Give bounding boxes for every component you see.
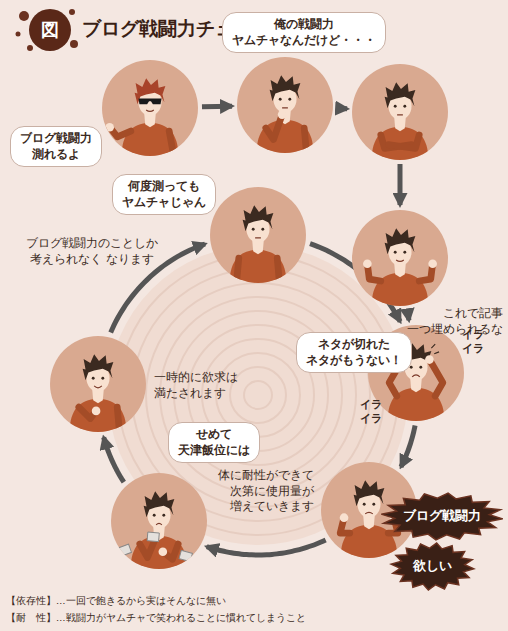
caption-box: 体に耐性ができて 次第に使用量が 増えていきます bbox=[218, 468, 314, 515]
ring-background bbox=[108, 245, 408, 545]
stage-circle: せめて 天津飯位には bbox=[111, 473, 207, 569]
sound-effect: イラ イラ bbox=[360, 398, 382, 427]
stage-circle: 一時的に欲求は 満たされます bbox=[50, 336, 146, 432]
footnote: 【耐 性】…戦闘力がヤムチャで笑われることに慣れてしまうこと bbox=[6, 612, 306, 625]
speech-text: 何度測っても ヤムチャじゃん bbox=[122, 179, 206, 210]
person-illustration bbox=[111, 473, 207, 569]
speech-bubble: 何度測っても ヤムチャじゃん bbox=[112, 174, 216, 215]
person-illustration bbox=[102, 60, 198, 156]
title-badge bbox=[16, 9, 79, 51]
sound-effect: イラ イラ bbox=[462, 328, 484, 357]
starburst-badge: 欲しい bbox=[391, 543, 474, 590]
speech-text: ネタが切れた ネタがもうない！ bbox=[306, 337, 402, 368]
speech-bubble: ブログ戦闘力 測れるよ bbox=[10, 126, 102, 167]
speech-text: ブログ戦闘力 測れるよ bbox=[20, 131, 92, 162]
badge-text: 欲しい bbox=[413, 558, 452, 575]
figure-badge: 図 bbox=[30, 18, 70, 42]
person-illustration bbox=[50, 336, 146, 432]
cycle-arrow bbox=[104, 437, 124, 482]
speech-text: 俺の戦闘力 ヤムチャなんだけど・・・ bbox=[232, 17, 376, 48]
stage-circle: 俺の戦闘力 ヤムチャなんだけど・・・ bbox=[237, 57, 333, 153]
person-illustration bbox=[352, 64, 448, 160]
sound-effect-text: イラ イラ bbox=[360, 398, 382, 427]
cycle-arrow bbox=[407, 309, 409, 320]
caption-text: 体に耐性ができて 次第に使用量が 増えていきます bbox=[218, 468, 314, 515]
sound-effect-text: イラ イラ bbox=[462, 328, 484, 357]
person-illustration bbox=[352, 210, 448, 306]
badge-text: ブログ戦闘力 bbox=[403, 508, 481, 525]
stage-circle: これで記事 一つ埋められるな bbox=[352, 210, 448, 306]
cycle-arrow bbox=[337, 106, 347, 112]
speech-bubble: せめて 天津飯位には bbox=[168, 422, 260, 463]
caption-box: これで記事 一つ埋められるな bbox=[407, 306, 503, 337]
stage-circle: 何度測っても ヤムチャじゃんブログ戦闘力のことしか 考えられなく なります bbox=[210, 187, 306, 283]
cycle-arrow bbox=[401, 425, 415, 466]
starburst-badge: ブログ戦闘力 bbox=[381, 493, 503, 540]
stage-circle: ネタが切れた ネタがもうない！イラ イライラ イラ bbox=[368, 325, 464, 421]
stage-circle bbox=[352, 64, 448, 160]
person-illustration bbox=[210, 187, 306, 283]
caption-box: 一時的に欲求は 満たされます bbox=[154, 370, 238, 401]
cycle-arrow bbox=[207, 540, 326, 555]
speech-text: せめて 天津飯位には bbox=[178, 427, 250, 458]
speech-bubble: 俺の戦闘力 ヤムチャなんだけど・・・ bbox=[222, 12, 386, 53]
caption-text: ブログ戦闘力のことしか 考えられなく なります bbox=[26, 236, 158, 267]
caption-text: 一時的に欲求は 満たされます bbox=[154, 370, 238, 401]
footnote: 【依存性】…一回で飽きるから実はそんなに無い bbox=[6, 595, 226, 608]
cycle-arrow bbox=[202, 104, 232, 110]
caption-text: これで記事 一つ埋められるな bbox=[407, 306, 503, 337]
stage-circle: ブログ戦闘力 測れるよ bbox=[102, 60, 198, 156]
cycle-arrow bbox=[398, 164, 403, 205]
speech-bubble: ネタが切れた ネタがもうない！ bbox=[296, 332, 412, 373]
person-illustration bbox=[237, 57, 333, 153]
caption-box: ブログ戦闘力のことしか 考えられなく なります bbox=[26, 236, 158, 267]
